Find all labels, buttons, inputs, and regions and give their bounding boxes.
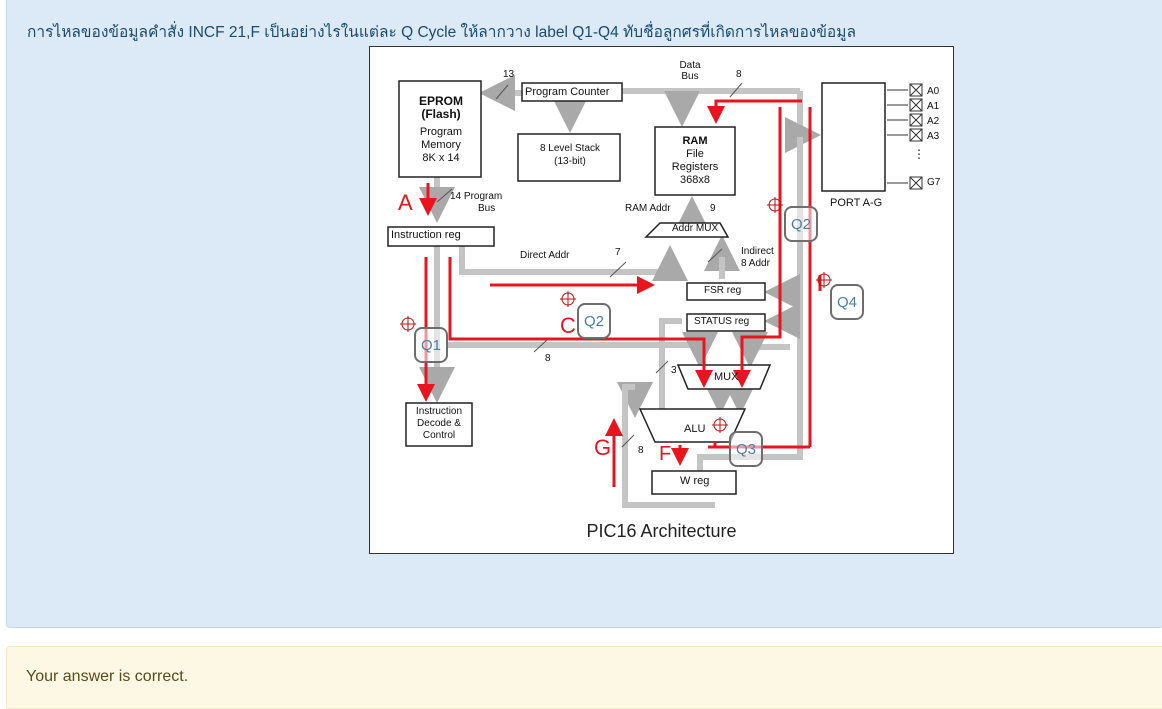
arrow-letter-a: A: [398, 190, 413, 215]
w-reg-label: W reg: [680, 475, 710, 487]
diagram-caption: PIC16 Architecture: [586, 521, 737, 541]
red-flow-arrows: [417, 99, 822, 487]
drop-label-q3[interactable]: Q3: [729, 431, 763, 467]
bus3-width: 3: [671, 365, 677, 376]
ram-addr-width: 9: [710, 203, 716, 214]
question-text: การไหลของข้อมูลคำสั่ง INCF 21,F เป็นอย่า…: [27, 24, 856, 41]
instruction-reg-label: Instruction reg: [391, 229, 461, 241]
arrow-letter-f: F: [659, 443, 672, 465]
diagram-svg: [387, 75, 923, 508]
feedback-text: Your answer is correct.: [26, 668, 189, 685]
eprom-title: EPROM(Flash): [418, 94, 463, 121]
drop-label-q2-c[interactable]: Q2: [577, 303, 611, 339]
stack-label: 8 Level Stack(13-bit): [539, 143, 601, 167]
arrow-letter-g: G: [594, 435, 612, 460]
addr-mux-label: Addr MUX: [672, 223, 719, 234]
direct-addr-width: 7: [615, 247, 621, 258]
fsr-reg-label: FSR reg: [704, 285, 742, 296]
port-dots: ⋮: [913, 147, 925, 161]
port-pin-g7: G7: [927, 177, 941, 188]
drop-label-q4[interactable]: Q4: [830, 284, 864, 320]
status-reg-label: STATUS reg: [694, 316, 750, 327]
question-panel: การไหลของข้อมูลคำสั่ง INCF 21,F เป็นอย่า…: [6, 0, 1162, 628]
data-bus-width: 8: [736, 69, 742, 80]
pc-width: 13: [503, 69, 515, 80]
port-label: PORT A-G: [830, 197, 883, 209]
crosshair-markers: [400, 197, 832, 433]
diagram-blocks: [387, 80, 886, 495]
drop-label-q1[interactable]: Q1: [414, 327, 448, 363]
direct-addr-label: Direct Addr: [520, 250, 570, 261]
arrow-letter-c: C: [560, 313, 576, 338]
feedback-box: Your answer is correct.: [6, 646, 1162, 709]
alu-label: ALU: [684, 423, 706, 435]
ram-addr-label: RAM Addr: [625, 203, 671, 214]
bus-width-ticks: [436, 82, 743, 448]
drop-label-q2-ram[interactable]: Q2: [784, 206, 818, 242]
bus8-mid-width: 8: [545, 353, 551, 364]
bus8-alu-width: 8: [638, 445, 644, 456]
mux-label: MUX: [714, 371, 739, 383]
program-counter-label: Program Counter: [525, 86, 610, 98]
port-pins: [887, 83, 923, 190]
